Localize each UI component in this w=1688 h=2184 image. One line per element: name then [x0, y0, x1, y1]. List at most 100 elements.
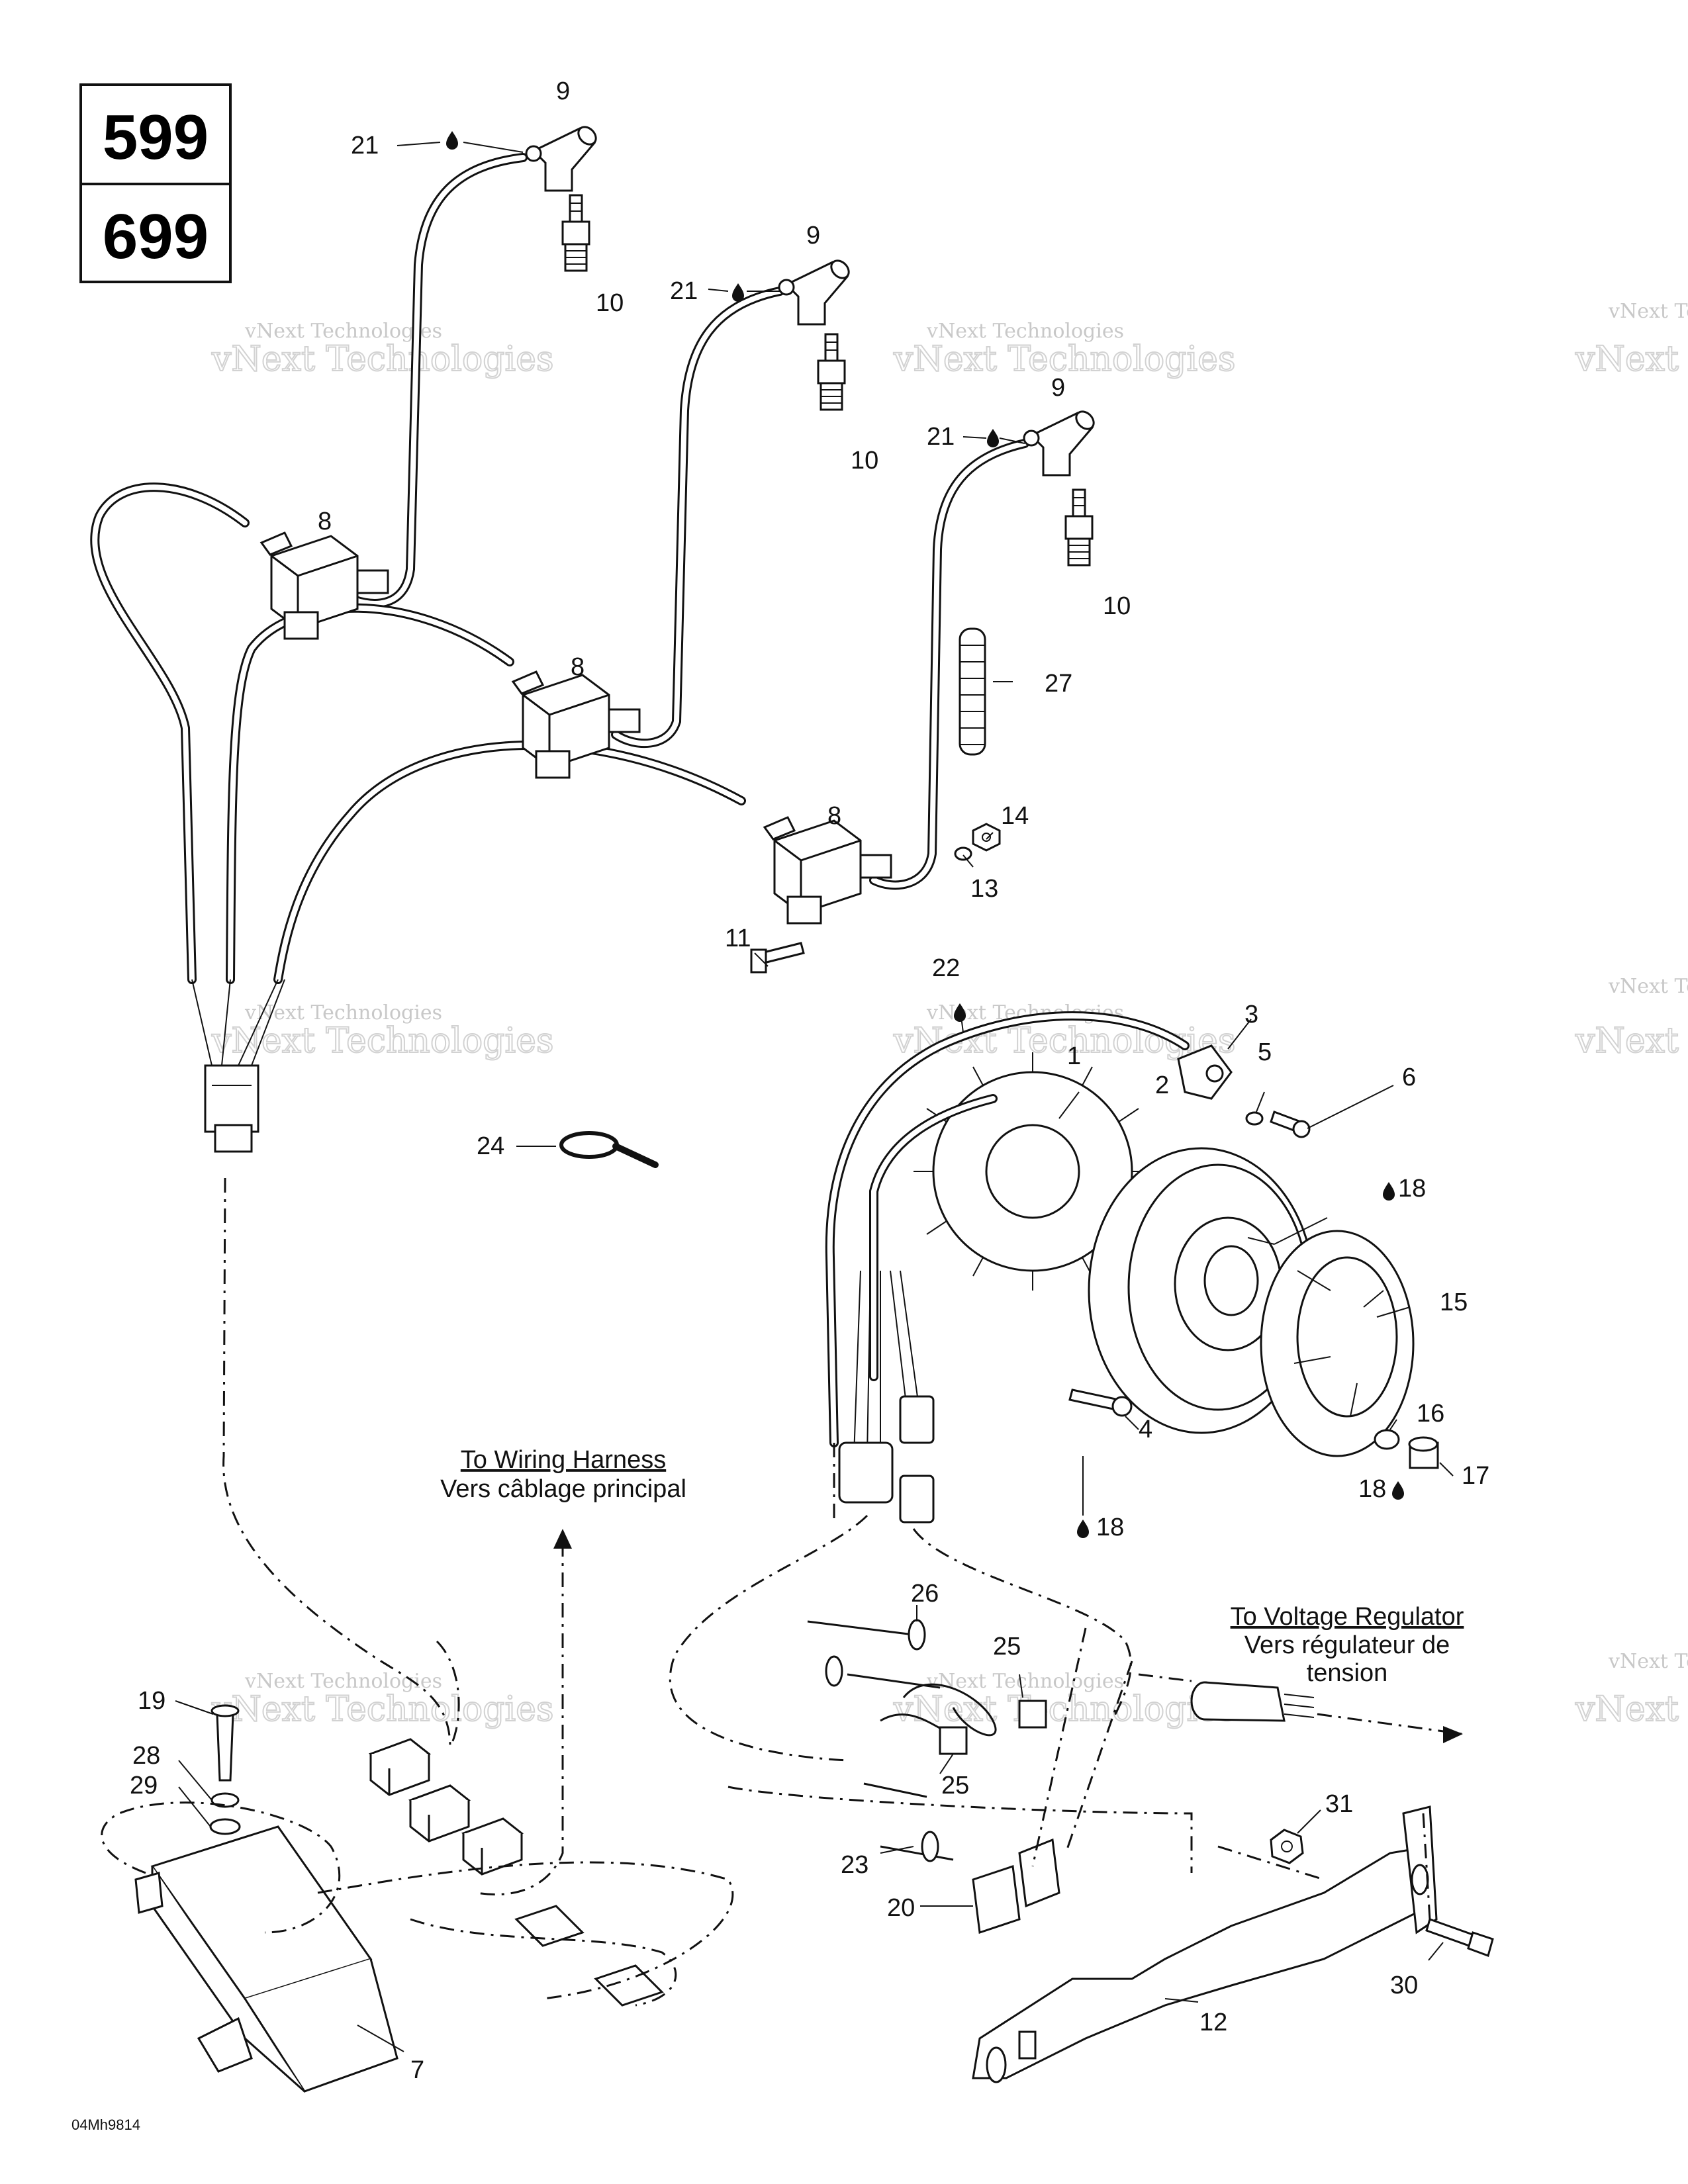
svg-text:vNext Technologies: vNext Technologies: [1608, 300, 1688, 323]
mounting-bracket: [972, 1805, 1438, 2083]
callout-9: 9: [1051, 374, 1065, 402]
high-tension-wires: [90, 153, 1029, 1066]
callout-31: 31: [1325, 1790, 1353, 1818]
callout-11: 11: [725, 925, 751, 952]
svg-text:tension: tension: [1307, 1659, 1388, 1687]
callout-5: 5: [1258, 1038, 1272, 1066]
spark-plug-1: [561, 194, 590, 272]
svg-text:vNext Technologies: vNext Technologies: [244, 1001, 442, 1024]
cdi-module: [134, 1825, 399, 2093]
callout-27: 27: [1045, 670, 1072, 698]
callout-13: 13: [970, 875, 998, 903]
trigger-coil: [1177, 1044, 1233, 1100]
callout-9: 9: [556, 77, 570, 105]
callout-8: 8: [571, 653, 585, 681]
callout-1: 1: [1067, 1042, 1081, 1070]
svg-text:vNext Technologies: vNext Technologies: [211, 1690, 554, 1729]
tie-wrap: [559, 1131, 659, 1168]
figure-code: 04Mh9814: [71, 2116, 140, 2133]
nut: [972, 823, 1001, 852]
arrow-icon: [553, 1529, 1463, 1743]
screw-trigger: [1270, 1111, 1311, 1138]
svg-text:vNext Technologies: vNext Technologies: [244, 1670, 442, 1693]
callout-21: 21: [670, 277, 698, 305]
svg-text:vNext Technologies: vNext Technologies: [1575, 1690, 1688, 1729]
callout-18: 18: [1398, 1175, 1426, 1203]
ignition-coil-2: [512, 670, 641, 779]
callout-22: 22: [932, 954, 960, 982]
svg-text:vNext Technologies: vNext Technologies: [926, 320, 1124, 343]
callout-17: 17: [1462, 1462, 1489, 1490]
svg-text:Vers régulateur de: Vers régulateur de: [1244, 1631, 1450, 1659]
starting-pulley: [1260, 1230, 1415, 1457]
callout-6: 6: [1402, 1064, 1416, 1091]
callout-23: 23: [841, 1851, 868, 1879]
spark-plug-3: [1064, 488, 1094, 567]
mounting-clips: [972, 1838, 1060, 1934]
svg-text:Vers câblage principal: Vers câblage principal: [440, 1475, 686, 1503]
wiring-harness-note: To Wiring Harness Vers câblage principal: [440, 1446, 686, 1503]
watermark: vNext Technologies vNext Technologies vN…: [211, 300, 1688, 1730]
callout-25: 25: [993, 1633, 1021, 1661]
spark-plug-cap-2: [778, 256, 853, 326]
callout-30: 30: [1390, 1972, 1418, 1999]
callout-8: 8: [827, 802, 841, 830]
callout-15: 15: [1440, 1289, 1468, 1316]
callout-28: 28: [132, 1742, 160, 1770]
flywheel-washer: [1374, 1429, 1400, 1450]
callout-18: 18: [1096, 1514, 1124, 1541]
washer-trigger: [1245, 1111, 1264, 1126]
bolt-coil: [750, 942, 805, 974]
voltage-regulator-note: To Voltage Regulator Vers régulateur de …: [1231, 1603, 1464, 1687]
protective-sleeve: [959, 627, 986, 756]
svg-text:vNext Technologies: vNext Technologies: [893, 340, 1236, 379]
svg-text:To Wiring Harness: To Wiring Harness: [461, 1446, 666, 1474]
model-699: 699: [103, 201, 209, 272]
connection-path: [101, 1177, 1464, 2007]
callout-8: 8: [318, 508, 332, 535]
callout-2: 2: [1155, 1071, 1169, 1099]
washer: [954, 846, 972, 861]
callout-10: 10: [596, 289, 624, 317]
callout-21: 21: [351, 132, 379, 159]
svg-text:To Voltage Regulator: To Voltage Regulator: [1231, 1603, 1464, 1631]
callout-19: 19: [138, 1687, 165, 1715]
spark-plug-cap-1: [525, 122, 600, 192]
callout-4: 4: [1139, 1416, 1152, 1443]
bracket-nut: [1270, 1829, 1304, 1864]
regulator-connector: [1190, 1681, 1315, 1722]
callout-14: 14: [1001, 802, 1029, 830]
cdi-flat-washer: [209, 1818, 241, 1835]
svg-text:vNext Technologies: vNext Technologies: [211, 340, 554, 379]
part-callouts: 9 21 10 9 21 10 9 21 10 8 8 8 27 14 13 1…: [130, 77, 1489, 2084]
stator: [914, 1052, 1152, 1291]
callout-20: 20: [887, 1894, 915, 1922]
harness-connectors: [369, 1738, 664, 2007]
svg-text:vNext Technologies: vNext Technologies: [926, 1670, 1124, 1693]
rivets: [807, 1619, 1047, 1862]
callout-25: 25: [941, 1772, 969, 1799]
ignition-coil-3: [763, 816, 892, 925]
model-badge: 599 699: [79, 83, 232, 283]
callout-16: 16: [1417, 1400, 1444, 1428]
callout-9: 9: [806, 222, 820, 250]
svg-text:vNext Technologies: vNext Technologies: [1608, 1650, 1688, 1673]
coil-harness-connector: [204, 1064, 259, 1153]
cdi-screw: [211, 1704, 240, 1782]
flywheel-nut: [1408, 1436, 1439, 1469]
callout-10: 10: [1103, 592, 1131, 620]
svg-text:vNext Technologies: vNext Technologies: [1575, 340, 1688, 379]
leader-lines: [175, 142, 1454, 2052]
callout-12: 12: [1199, 2009, 1227, 2036]
callout-7: 7: [410, 2056, 424, 2084]
svg-text:vNext Technologies: vNext Technologies: [211, 1021, 554, 1061]
callout-24: 24: [477, 1132, 504, 1160]
svg-text:vNext Technologies: vNext Technologies: [244, 320, 442, 343]
callout-3: 3: [1244, 1001, 1258, 1028]
spark-plug-2: [817, 333, 846, 411]
stator-harness: [825, 1011, 1190, 1524]
svg-text:vNext Technologies: vNext Technologies: [1575, 1021, 1688, 1061]
callout-18: 18: [1358, 1475, 1386, 1503]
callout-26: 26: [911, 1580, 939, 1608]
callout-29: 29: [130, 1772, 158, 1799]
